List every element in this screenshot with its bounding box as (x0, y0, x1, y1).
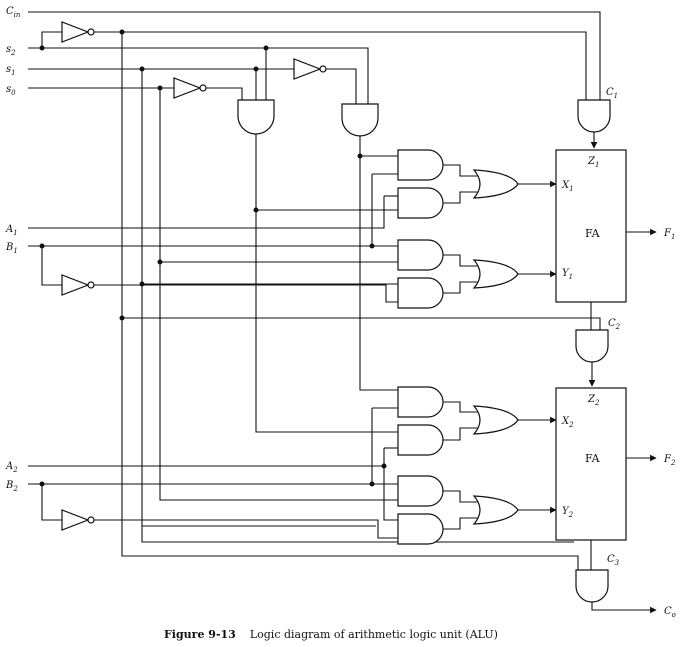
s2-wire (28, 47, 369, 104)
fa1-label: FA (585, 227, 601, 240)
stage1-or-gate-y (472, 259, 519, 289)
b2-inverter (61, 509, 95, 531)
z2-label: Z2 (587, 394, 600, 407)
figure-number: Figure 9-13 (164, 628, 236, 641)
stage1-and-gate-1 (397, 149, 444, 181)
c3-label: C3 (607, 554, 620, 567)
c2-and-gate (575, 329, 609, 363)
x2-label: X2 (561, 416, 574, 429)
f2-label: F2 (663, 454, 676, 467)
s0-label: s0 (6, 84, 16, 97)
stage2-and-gate-3 (397, 475, 444, 507)
b1-label: B1 (5, 242, 18, 255)
figure-title: Logic diagram of arithmetic logic unit (… (250, 628, 498, 641)
cin-wire (28, 11, 601, 100)
y2-label: Y2 (562, 506, 574, 519)
c1-and-gate (577, 99, 611, 133)
b1-inverter (61, 274, 95, 296)
x1-label: X1 (561, 180, 574, 193)
stage1-and-gate-4 (397, 277, 444, 309)
a1-label: A1 (5, 224, 18, 237)
stage1-and-gate-3 (397, 239, 444, 271)
figure-caption: Figure 9-13 Logic diagram of arithmetic … (164, 625, 498, 642)
a1-wire (28, 196, 385, 229)
f1-label: F1 (663, 228, 675, 241)
stage2-and-gate-1 (397, 386, 444, 418)
stage2-and-gate-4 (397, 513, 444, 545)
c1-label: C1 (606, 87, 618, 100)
s1-inverter (293, 58, 327, 80)
s0-inverter (173, 77, 207, 99)
cin-label: Cin (6, 6, 21, 19)
full-adder-1 (555, 149, 627, 303)
stage1-or-gate-x (472, 169, 519, 199)
stage2-and-gate-2 (397, 424, 444, 456)
fa2-label: FA (585, 452, 601, 465)
co-label: Co (664, 606, 676, 619)
c3-and-gate (575, 569, 609, 603)
decode-and-gate-right (341, 103, 379, 137)
a2-label: A2 (5, 461, 18, 474)
stage2-or-gate-x (472, 405, 519, 435)
c2-label: C2 (608, 318, 621, 331)
stage2-or-gate-y (472, 495, 519, 525)
s1-label: s1 (6, 64, 16, 77)
b2-label: B2 (5, 480, 18, 493)
s2-label: s2 (6, 44, 16, 57)
s2-inverter (61, 21, 95, 43)
decode-and-gate-left (237, 99, 275, 135)
y1-label: Y1 (562, 268, 573, 281)
z1-label: Z1 (587, 156, 599, 169)
a2-wire (28, 448, 385, 467)
stage1-and-gate-2 (397, 187, 444, 219)
